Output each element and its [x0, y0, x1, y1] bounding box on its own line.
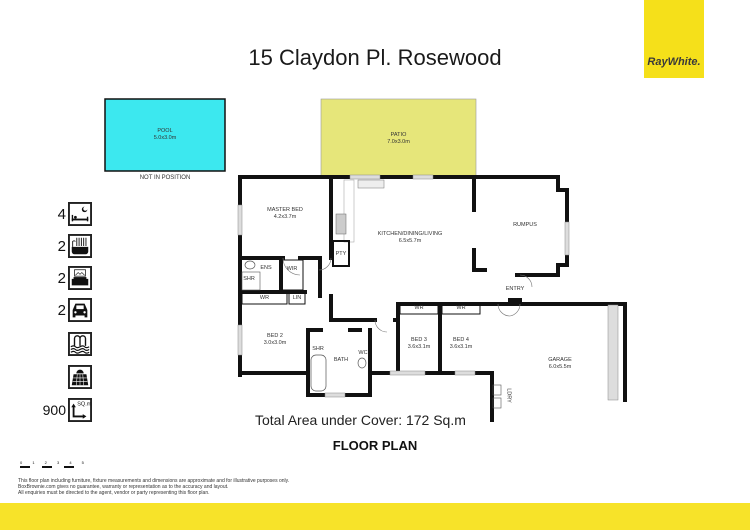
disclaimer: This floor plan including furniture, fix…	[18, 478, 289, 497]
raywhite-logo: RayWhite.	[644, 0, 704, 78]
room-name: BED 4	[453, 337, 469, 343]
ldry-label: LDRY	[505, 388, 512, 403]
bath-icon	[68, 234, 92, 258]
wr1-label: WR	[259, 295, 270, 301]
total-area: Total Area under Cover: 172 Sq.m	[255, 412, 466, 428]
ens-label: ENS	[260, 265, 272, 271]
bedroom-count: 4	[57, 205, 66, 223]
pool-note: NOT IN POSITION	[139, 175, 191, 181]
disclaimer-line: This floor plan including furniture, fix…	[18, 478, 290, 484]
bed-icon	[68, 202, 92, 226]
feature-land-area: 900 SQ.m	[38, 398, 92, 422]
car-count: 2	[57, 301, 66, 319]
brand-name: RayWhite.	[647, 56, 701, 68]
living-count: 2	[57, 269, 66, 287]
room-size: 3.0x3.0m	[263, 340, 287, 346]
shr1-label: SHR	[243, 276, 255, 282]
room-size: 6.0x5.5m	[548, 364, 572, 370]
feature-bathrooms: 2	[40, 234, 92, 258]
scale-bar: 0 1 2 3 4 5	[20, 460, 88, 470]
car-icon	[68, 298, 92, 322]
bathroom-count: 2	[57, 237, 66, 255]
solar-panel-icon	[68, 365, 92, 389]
patio-name: PATIO	[390, 132, 407, 138]
wc-label: WC	[358, 350, 368, 356]
wr4-label: WR	[456, 305, 466, 311]
pty-label: PTY	[335, 251, 347, 257]
room-name: GARAGE	[548, 357, 572, 363]
patio-size: 7.0x3.0m	[387, 139, 410, 145]
room-name: BED 3	[411, 337, 427, 343]
disclaimer-line: BoxBrownie.com gives no guarantee, warra…	[18, 484, 229, 491]
property-title: 15 Claydon Pl. Rosewood	[248, 45, 502, 70]
bath-label: BATH	[333, 357, 349, 363]
pool-area	[104, 98, 226, 172]
living-room-icon	[68, 266, 92, 290]
land-area-icon: SQ.m	[68, 398, 92, 422]
land-area-value: 900	[42, 402, 66, 418]
svg-text:SQ.m: SQ.m	[77, 401, 91, 407]
feature-living: 2	[40, 266, 92, 290]
entry-label: ENTRY	[505, 286, 525, 292]
footer-band	[0, 503, 750, 530]
feature-bedrooms: 4	[40, 202, 92, 226]
floor-plan-label: FLOOR PLAN	[332, 438, 418, 453]
feature-garage: 2	[40, 298, 92, 322]
room-name: MASTER BED	[267, 207, 303, 213]
room-size: 3.6x3.1m	[449, 344, 473, 350]
room-size: 4.2x3.7m	[273, 214, 297, 220]
disclaimer-line: All enquiries must be directed to the ag…	[18, 490, 210, 497]
room-name: BED 2	[267, 333, 283, 339]
room-name: KITCHEN/DINING/LIVING	[377, 231, 443, 237]
lin-label: LIN	[292, 295, 302, 301]
wir-label: WIR	[286, 266, 298, 272]
pool-icon	[68, 332, 92, 356]
room-size: 6.5x5.7m	[398, 238, 422, 244]
patio-area	[320, 98, 477, 178]
scale-ticks: 0 1 2 3 4 5	[20, 460, 89, 465]
rumpus-label: RUMPUS	[513, 222, 537, 228]
pool-size: 5.0x3.0m	[153, 135, 177, 141]
wr3-label: WR	[414, 305, 424, 311]
room-size: 3.6x3.1m	[407, 344, 431, 350]
scale-bar-graphic	[20, 466, 74, 468]
feature-pool	[40, 332, 92, 356]
feature-solar	[40, 365, 92, 389]
shr2-label: SHR	[312, 346, 324, 352]
pool-name: POOL	[157, 128, 173, 134]
